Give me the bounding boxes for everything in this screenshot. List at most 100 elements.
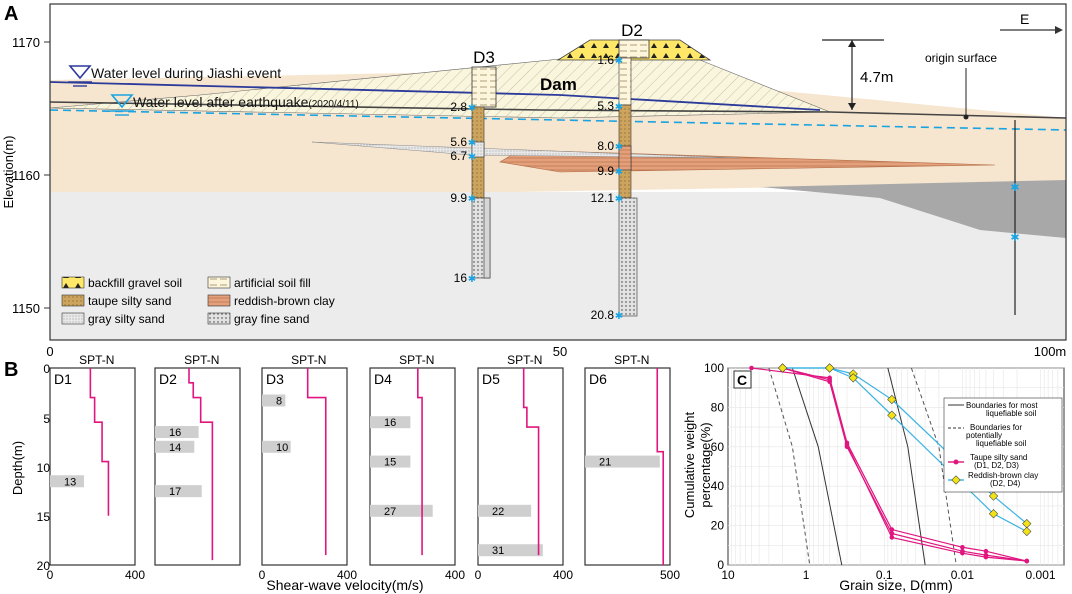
vs-tick: 400 <box>337 568 357 582</box>
spt-bar <box>155 485 202 498</box>
clay-point <box>825 363 835 373</box>
potentially-boundary-right <box>910 367 957 566</box>
spt-bar <box>478 504 532 517</box>
legend-gray-silty: gray silty sand <box>88 312 165 326</box>
legend-taupe-curve: Taupe silty sand <box>970 453 1027 462</box>
ya-tick-1170: 1170 <box>12 35 40 50</box>
yc-tick: 20 <box>711 519 725 533</box>
water-level-after <box>49 109 1067 131</box>
spt-bar <box>262 440 291 453</box>
svg-text:✱: ✱ <box>615 167 623 178</box>
svg-text:✱: ✱ <box>468 103 476 114</box>
spt-value: 8 <box>276 396 282 408</box>
taupe-point <box>960 544 965 550</box>
svg-text:✱: ✱ <box>468 194 476 205</box>
d3-depth-2: 5.6 <box>450 135 467 149</box>
legend-clay-curve: Reddish-brown clay <box>968 471 1038 480</box>
spt-bar <box>370 504 433 517</box>
legend-backfill: backfill gravel soil <box>88 276 182 290</box>
legend-clay: reddish-brown clay <box>234 294 335 308</box>
ya-tick-1160: 1160 <box>12 168 40 183</box>
spt-n-label: SPT-N <box>184 353 219 367</box>
spt-bar <box>155 440 195 453</box>
vs-tick: 0 <box>259 568 266 582</box>
taupe-point <box>983 554 989 560</box>
panel-c: C Cumulative weight percentage(%) Grain … <box>682 361 1065 593</box>
taupe-point <box>983 548 989 554</box>
borehole-d2: D2 1.6 5.3 8.0 9.9 12.1 20.8 ✱ ✱ ✱ ✱ ✱ ✱ <box>591 21 650 322</box>
spt-bar <box>370 455 411 468</box>
d2-depth-4: 9.9 <box>597 164 614 178</box>
spt-value: 31 <box>492 545 504 557</box>
legend-dashed-boundary: Boundaries for <box>970 423 1022 432</box>
vs-curve-d6 <box>656 368 665 565</box>
vs-tick: 400 <box>445 568 465 582</box>
panel-a: A 1170 1160 1150 Elevation(m) 0 50 100m … <box>1 3 1067 359</box>
legend-artificial: artificial soil fill <box>234 276 311 290</box>
spt-n-label: SPT-N <box>614 353 649 367</box>
clay-point <box>1022 519 1032 529</box>
vs-column-d5 <box>477 367 564 566</box>
clay-point <box>778 363 788 373</box>
spt-bar <box>370 416 411 429</box>
potentially-boundary-left <box>768 367 811 566</box>
east-label: E <box>1020 11 1029 27</box>
column-label: D2 <box>159 371 177 387</box>
water-level-jiashi <box>49 81 821 111</box>
svg-text:(D1, D2, D3): (D1, D2, D3) <box>974 461 1019 470</box>
spt-n-label: SPT-N <box>507 353 542 367</box>
d3-label: D3 <box>473 48 495 67</box>
spt-value: 27 <box>384 506 396 518</box>
taupe-point <box>827 377 832 383</box>
panel-c-legend: Boundaries for most liquefiable soil Bou… <box>943 397 1063 493</box>
svg-text:✱: ✱ <box>615 142 623 153</box>
svg-text:✱: ✱ <box>615 311 623 322</box>
d2-depth-3: 8.0 <box>597 139 614 153</box>
water-jiashi-label: Water level during Jiashi event <box>91 65 281 81</box>
yb-tick-10: 10 <box>37 461 51 475</box>
most-boundary-right <box>887 367 926 566</box>
d2-depth-2: 5.3 <box>597 99 614 113</box>
svg-text:(D2, D4): (D2, D4) <box>990 479 1021 488</box>
most-boundary-left <box>791 367 843 566</box>
yb-tick-0: 0 <box>43 362 50 376</box>
d3-depth-3: 6.7 <box>450 149 467 163</box>
gray-base-layer <box>50 192 1066 340</box>
panel-a-frame <box>49 3 1067 341</box>
xc-tick: 1 <box>803 568 810 582</box>
vs-tick: 0 <box>475 568 482 582</box>
yc-tick: 40 <box>711 479 725 493</box>
yc-tick: 80 <box>711 400 725 414</box>
clay-point <box>848 373 858 383</box>
vs-column-d1 <box>49 367 136 566</box>
spt-value: 16 <box>169 427 181 439</box>
column-label: D4 <box>374 371 392 387</box>
dam-label: Dam <box>540 75 577 94</box>
spt-n-label: SPT-N <box>399 353 434 367</box>
yc-tick: 60 <box>711 440 725 454</box>
column-label: D5 <box>482 371 500 387</box>
panel-b-label: B <box>4 359 18 381</box>
svg-text:liquefiable soil: liquefiable soil <box>976 439 1026 448</box>
spt-value: 15 <box>384 457 396 469</box>
vs-curve-d1 <box>89 368 110 516</box>
svg-text:✱: ✱ <box>615 56 623 67</box>
d2-label: D2 <box>621 21 643 40</box>
silty-sand-lens <box>311 141 741 159</box>
spt-bar <box>262 394 286 407</box>
ya-tick-1150: 1150 <box>12 301 40 316</box>
xc-axis-label: Grain size, D(mm) <box>839 577 953 593</box>
d3-depth-1: 2.8 <box>450 100 467 114</box>
yb-tick-5: 5 <box>43 412 50 426</box>
panel-a-label: A <box>4 3 18 25</box>
origin-surface-line <box>49 101 1067 119</box>
yc-tick: 0 <box>717 558 724 572</box>
clay-point <box>988 509 999 519</box>
vs-tick: 400 <box>125 568 145 582</box>
spt-value: 16 <box>384 417 396 429</box>
vs-tick: 400 <box>553 568 573 582</box>
spt-bar <box>155 426 199 439</box>
d3-depth-5: 16 <box>454 271 468 285</box>
panel-a-legend: backfill gravel soil artificial soil fil… <box>61 276 335 326</box>
